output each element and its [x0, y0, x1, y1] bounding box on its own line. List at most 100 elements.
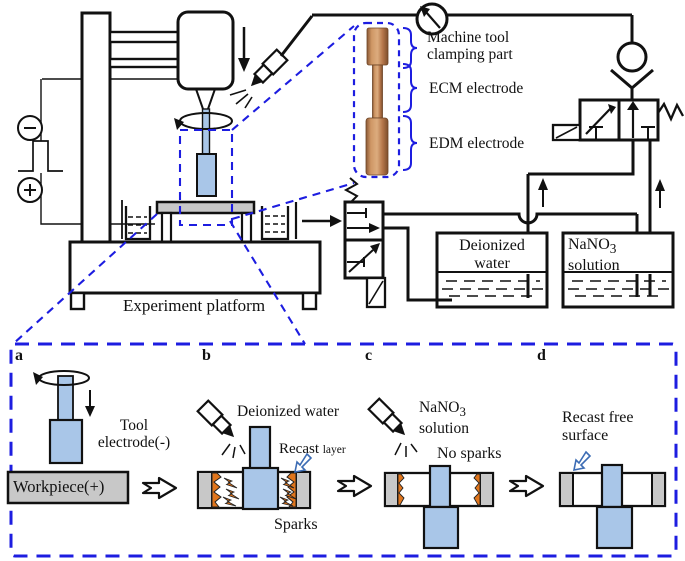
pipe-deionized-suction-h	[528, 140, 635, 176]
spray-nozzle-c	[367, 397, 406, 436]
directional-valve-return	[343, 177, 639, 309]
panel-c-letter: c	[365, 347, 373, 364]
check-valve-v-right	[631, 68, 654, 90]
brace-ecm	[402, 63, 418, 113]
panel-b-cap-right	[295, 471, 311, 509]
reservoir-left	[124, 206, 152, 241]
reservoir-left-liquid	[128, 216, 147, 234]
label-no-sparks: No sparks	[437, 445, 502, 462]
work-table	[155, 200, 256, 215]
brace-edm	[402, 115, 418, 171]
label-clamping-part: Machine tool clamping part	[427, 29, 513, 64]
panel-c-electrode-body	[422, 505, 460, 550]
nano3-formula-c: NaNO	[419, 399, 460, 416]
recast-word: Recast	[279, 441, 319, 457]
reservoir-right-liquid	[265, 215, 285, 233]
callout-diag-bottom	[231, 181, 355, 221]
spray-lines-b	[221, 443, 246, 459]
machine-column	[80, 11, 112, 245]
check-valve-icon	[616, 41, 648, 73]
supply-line-diagonal	[279, 15, 314, 57]
valve-cross-arrow	[585, 108, 611, 135]
panel-d-electrode-stem	[600, 463, 624, 509]
deionized-liquid	[442, 280, 544, 297]
step-arrow-a-b	[141, 476, 178, 500]
panel-d-electrode-body	[595, 505, 634, 550]
spindle-funnel	[195, 88, 216, 110]
panel-b-cap-left	[197, 471, 213, 509]
label-recast-free-surface: Recast free surface	[562, 409, 634, 444]
panel-b-letter: b	[202, 347, 211, 364]
platform-base	[68, 240, 322, 295]
inset-dashed-box	[352, 21, 401, 179]
return-valve-crosshead	[370, 243, 380, 254]
layer-word: layer	[322, 444, 346, 456]
table-leg-left	[160, 211, 173, 244]
electrode-inset	[352, 21, 418, 179]
recast-pointer-arrow	[293, 452, 313, 474]
solution-word-c: solution	[419, 419, 469, 437]
tanks	[406, 231, 675, 309]
reservoir-right	[260, 206, 290, 241]
pulse-waveform	[18, 140, 63, 172]
recast-free-pointer-arrow	[572, 450, 592, 472]
zoom-diag-left	[12, 213, 158, 345]
panel-d-letter: d	[537, 347, 546, 364]
panel-d-cap-right	[651, 472, 666, 507]
nano3-tank	[561, 231, 675, 309]
platform-foot-right	[301, 291, 318, 311]
panel-c-electrode-stem	[428, 464, 452, 509]
machine-tool	[17, 10, 314, 245]
gauge-needle-head	[420, 6, 430, 17]
label-recast-layer: Recast layer	[279, 441, 346, 458]
panel-c-cap-right	[479, 472, 494, 507]
gauge-needle	[425, 11, 441, 29]
return-valve-flowhead	[369, 223, 380, 233]
panel-a-rotation-arrowhead	[33, 372, 43, 385]
electrode-stem	[201, 108, 211, 155]
feed-arrowhead	[238, 58, 250, 72]
panel-d	[558, 450, 667, 550]
spray-lines-machine	[229, 89, 253, 109]
label-edm-electrode: EDM electrode	[429, 135, 525, 152]
step-arrow-b-c	[336, 474, 373, 498]
electrode-photo-clamping	[366, 27, 389, 66]
panel-a-electrode-stem	[57, 375, 74, 421]
panel-b	[196, 399, 373, 511]
work-platform	[68, 200, 342, 311]
process-panel-box	[9, 342, 678, 558]
valve-cross-arrowhead	[608, 104, 616, 114]
table-leg-right	[240, 211, 253, 244]
electrode-body	[196, 153, 217, 197]
sparks-right	[279, 477, 297, 507]
panel-b-electrode-body	[241, 466, 280, 511]
callout-lines	[12, 25, 355, 345]
label-tool-electrode: Tool electrode(-)	[97, 417, 171, 452]
label-sparks: Sparks	[274, 516, 318, 533]
panel-d-cap-left	[559, 472, 574, 507]
machine-arm-upper	[108, 30, 182, 44]
panel-c-cap-left	[384, 472, 399, 507]
nano3-subscript: 3	[609, 241, 617, 257]
platform-foot-left	[69, 291, 86, 311]
step-arrow-c-d	[508, 474, 545, 498]
zoom-diag-right	[229, 220, 306, 345]
label-deionized-water-b: Deionized water	[237, 403, 339, 420]
label-experiment-platform: Experiment platform	[122, 296, 266, 315]
spray-nozzle-b	[196, 399, 235, 438]
electrode-callout-box	[178, 128, 234, 227]
return-valve-pilot-diag	[368, 280, 384, 305]
callout-diag-top	[231, 25, 355, 131]
recast-layer-left	[211, 472, 222, 508]
spindle-head	[176, 10, 235, 91]
return-pipe-nano3-hump	[383, 212, 637, 225]
directional-valve-supply	[551, 98, 685, 142]
drain-arrowhead	[330, 215, 342, 227]
label-deionized-tank: Deionized water	[459, 237, 525, 272]
brace-clamping	[402, 27, 418, 69]
electrode-photo-edm	[365, 117, 389, 176]
